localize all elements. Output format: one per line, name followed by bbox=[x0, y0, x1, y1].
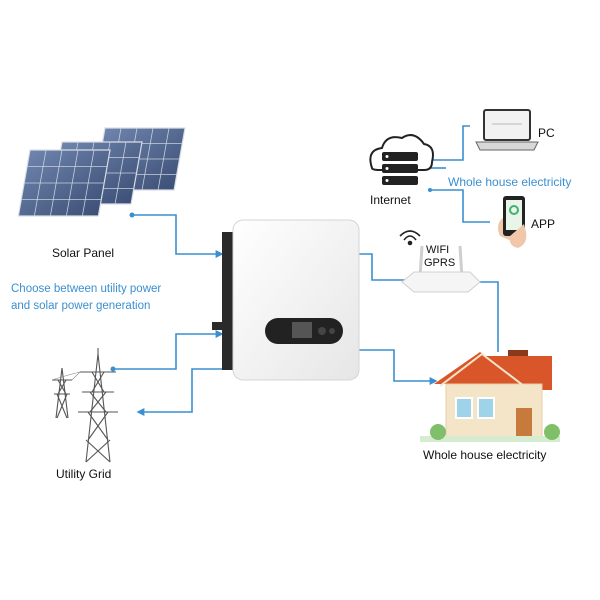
line-router-to-house bbox=[478, 281, 499, 352]
line-inverter-to-router bbox=[358, 253, 410, 281]
inverter-icon bbox=[212, 219, 360, 381]
house-icon bbox=[420, 350, 560, 442]
power-tower-icon bbox=[51, 348, 118, 463]
solar-panel-label: Solar Panel bbox=[52, 246, 115, 260]
laptop-icon bbox=[475, 109, 539, 151]
line-inverter-to-house bbox=[356, 349, 438, 385]
app-label: APP bbox=[531, 217, 556, 231]
gprs-label: GPRS bbox=[424, 257, 456, 269]
cloud-server-icon bbox=[369, 134, 434, 185]
whole-house-electricity-top-label: Whole house electricity bbox=[448, 175, 572, 189]
internet-label: Internet bbox=[370, 193, 411, 207]
choose-power-text-line1: Choose between utility power bbox=[11, 283, 162, 295]
phone-icon bbox=[498, 196, 527, 248]
line-internet-to-app bbox=[430, 189, 490, 223]
wifi-label: WIFI bbox=[426, 244, 450, 256]
line-inverter-to-grid bbox=[136, 368, 232, 416]
line-solar-to-inverter bbox=[130, 214, 224, 258]
line-grid-to-inverter bbox=[112, 330, 224, 370]
solar-panel-icon bbox=[17, 127, 186, 217]
choose-power-text-line2: and solar power generation bbox=[11, 300, 151, 312]
pc-label: PC bbox=[538, 126, 555, 140]
line-internet-to-pc bbox=[430, 125, 470, 161]
dot-internet-bottom bbox=[428, 188, 432, 192]
utility-grid-label: Utility Grid bbox=[56, 467, 112, 481]
whole-house-electricity-label: Whole house electricity bbox=[423, 448, 547, 462]
wifi-signal-icon bbox=[399, 230, 421, 246]
dot-solar bbox=[129, 212, 135, 218]
connector-lines bbox=[112, 125, 499, 416]
dot-grid bbox=[110, 366, 116, 372]
router-icon bbox=[401, 245, 481, 293]
